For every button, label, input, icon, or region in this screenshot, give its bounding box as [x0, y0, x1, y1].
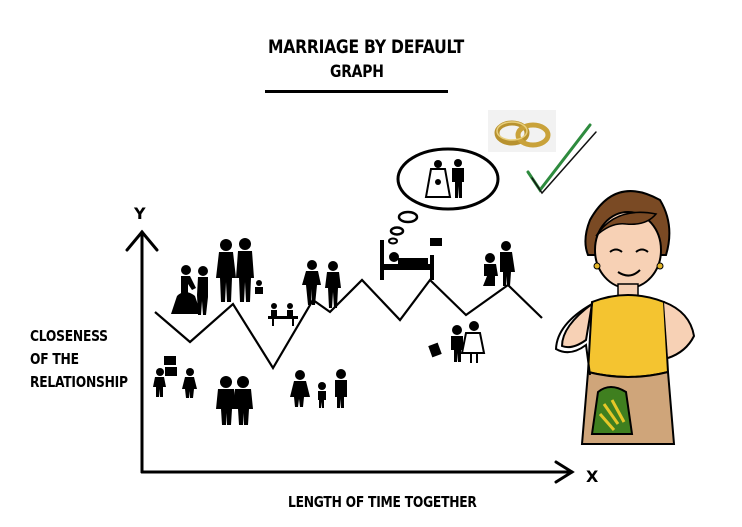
y-axis-label-line-1: CLOSENESS [30, 327, 108, 345]
diagram-title: MARRIAGE BY DEFAULT [268, 36, 464, 58]
woman-with-money-bag-icon [554, 190, 696, 445]
x-axis-label: LENGTH OF TIME TOGETHER [288, 493, 477, 511]
person-moving-boxes-icon [153, 356, 197, 398]
couple-with-dog-icon [302, 260, 341, 308]
couple-dancing-icon [171, 265, 208, 315]
diagram-subtitle: GRAPH [330, 62, 384, 82]
x-axis-letter: X [586, 467, 599, 486]
x-axis-arrow [554, 460, 575, 484]
sick-in-bed-icon [380, 238, 442, 280]
checkmark-icon [526, 123, 597, 195]
relationship-curve [154, 278, 543, 371]
y-axis-label-line-2: OF THE [30, 350, 79, 368]
wedding-rings-icon [488, 110, 556, 152]
title-underline [265, 90, 448, 93]
couple-standing-icon [216, 238, 263, 302]
proposal-icon [483, 241, 515, 286]
couple-portrait-icon [216, 376, 253, 425]
y-axis-label-line-3: RELATIONSHIP [30, 373, 128, 391]
family-with-child-icon [290, 369, 347, 408]
bride-and-groom-thought-icon [388, 147, 500, 245]
y-axis-label: CLOSENESS OF THE RELATIONSHIP [30, 325, 128, 394]
y-axis-letter: Y [134, 204, 146, 223]
axes [125, 229, 575, 484]
y-axis-arrow [125, 229, 159, 252]
couple-dinner-icon [268, 303, 298, 326]
couple-with-luggage-icon [428, 321, 486, 363]
